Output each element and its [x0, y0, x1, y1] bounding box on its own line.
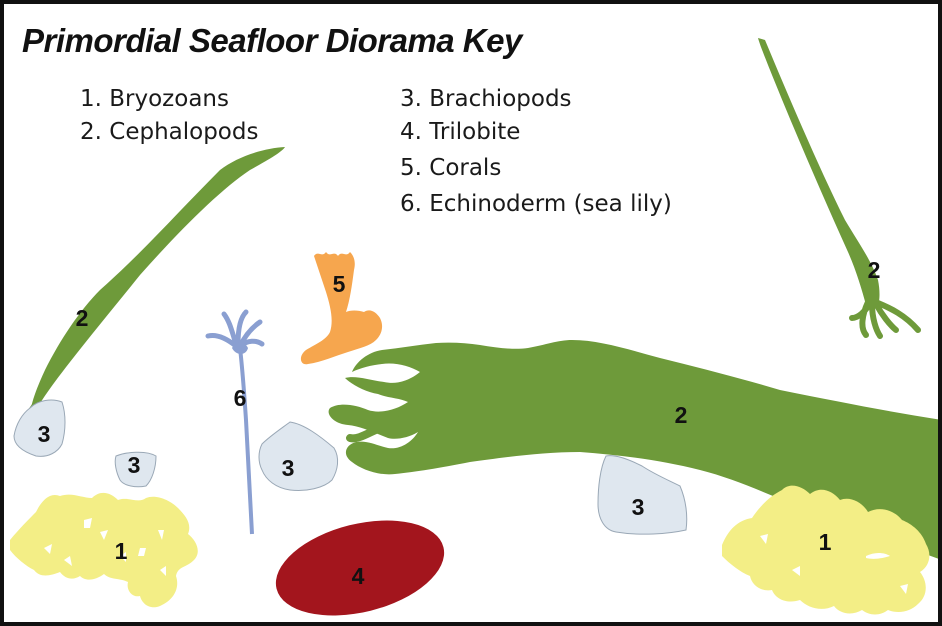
echinoderm [208, 312, 262, 534]
label-cephalopod-upper-left: 2 [76, 305, 89, 331]
label-brachiopod-small: 3 [128, 452, 141, 478]
label-bryozoan-left: 1 [115, 538, 128, 564]
coral [301, 252, 382, 364]
label-echinoderm: 6 [234, 385, 247, 411]
label-brachiopod-center: 3 [282, 455, 295, 481]
label-trilobite: 4 [352, 563, 365, 589]
label-coral: 5 [333, 271, 346, 297]
label-brachiopod-right: 3 [632, 494, 645, 520]
label-bryozoan-right: 1 [819, 529, 832, 555]
label-cephalopod-upper-right: 2 [868, 257, 881, 283]
cephalopod-upper-right-tentacles [852, 302, 918, 336]
brachiopod-center [259, 422, 338, 491]
label-cephalopod-large: 2 [675, 402, 688, 428]
label-brachiopod-far-left: 3 [38, 421, 51, 447]
cephalopod-upper-right [758, 38, 880, 305]
bryozoan-left [10, 493, 198, 607]
cephalopod-upper-left [31, 147, 285, 410]
